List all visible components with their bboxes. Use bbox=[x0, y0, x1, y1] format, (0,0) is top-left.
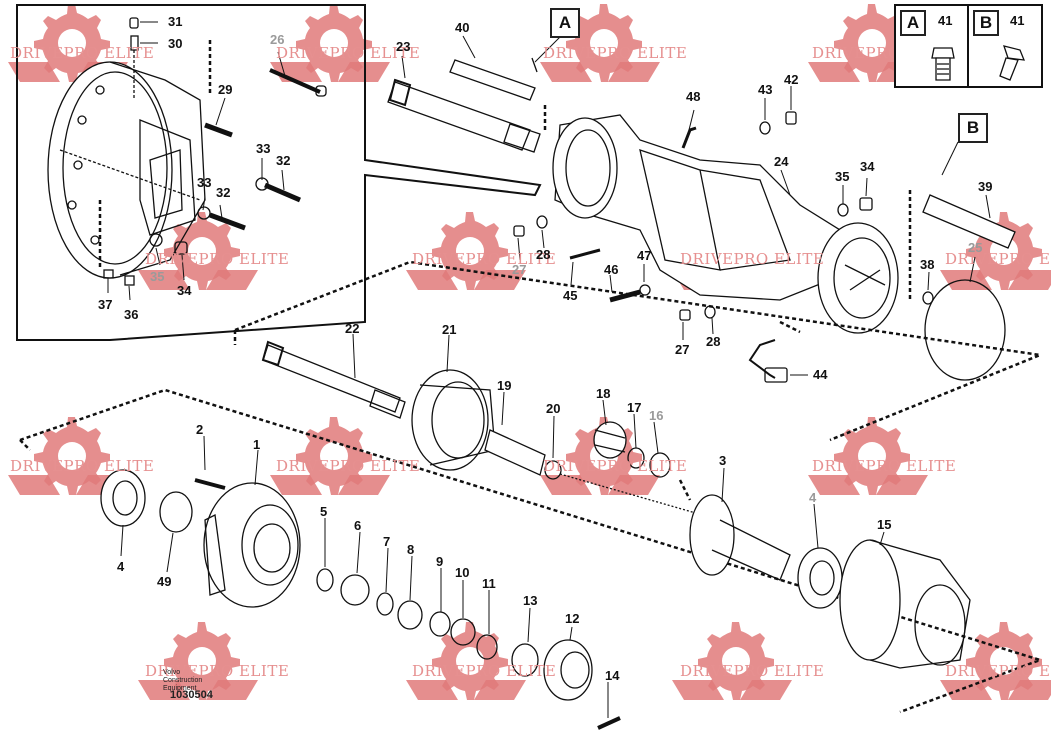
callout-17: 17 bbox=[627, 400, 642, 415]
callout-29: 29 bbox=[218, 82, 233, 97]
callout-28: 28 bbox=[536, 247, 551, 262]
callout-21: 21 bbox=[442, 322, 457, 337]
watermark-text: DRIVEPRO ELITE bbox=[945, 662, 1051, 680]
footer-company: Volvo Construction Equipment bbox=[163, 669, 203, 692]
callout-40: 40 bbox=[455, 20, 470, 35]
callout-5: 5 bbox=[320, 504, 328, 519]
legend-number-b: 41 bbox=[1010, 13, 1025, 28]
callout-33b: 33 bbox=[197, 175, 212, 190]
callout-44: 44 bbox=[813, 367, 828, 382]
callout-38: 38 bbox=[920, 257, 935, 272]
watermark-text: DRIVEPRO ELITE bbox=[412, 250, 557, 268]
callout-10: 10 bbox=[455, 565, 470, 580]
watermark-text: DRIVEPRO ELITE bbox=[680, 662, 825, 680]
callout-35b: 35 bbox=[835, 169, 850, 184]
callout-48: 48 bbox=[686, 89, 701, 104]
callout-3: 3 bbox=[719, 453, 727, 468]
callout-4: 4 bbox=[117, 559, 125, 574]
watermark-text: DRIVEPRO ELITE bbox=[10, 457, 155, 475]
callout-25: 25 bbox=[968, 240, 983, 255]
footer-drawing-number: 1030504 bbox=[170, 689, 213, 701]
watermark-text: DRIVEPRO ELITE bbox=[10, 44, 155, 62]
callout-14: 14 bbox=[605, 668, 620, 683]
legend-number-a: 41 bbox=[938, 13, 953, 28]
callout-15: 15 bbox=[877, 517, 892, 532]
callout-27b: 27 bbox=[675, 342, 690, 357]
callout-45: 45 bbox=[563, 288, 578, 303]
callout-22: 22 bbox=[345, 321, 360, 336]
watermark-text: DRIVEPRO ELITE bbox=[145, 250, 290, 268]
view-tag-b: B bbox=[958, 113, 988, 143]
callout-30: 30 bbox=[168, 36, 183, 51]
callout-16: 16 bbox=[649, 408, 664, 423]
watermark-text: DRIVEPRO ELITE bbox=[680, 250, 825, 268]
callout-11: 11 bbox=[482, 576, 496, 591]
watermark-text: DRIVEPRO ELITE bbox=[276, 457, 421, 475]
callout-37: 37 bbox=[98, 297, 113, 312]
callout-35: 35 bbox=[150, 269, 165, 284]
watermark-text: DRIVEPRO ELITE bbox=[812, 457, 957, 475]
callout-33: 33 bbox=[256, 141, 271, 156]
callout-42: 42 bbox=[784, 72, 799, 87]
watermark-text: DRIVEPRO ELITE bbox=[276, 44, 421, 62]
legend-letter-a: A bbox=[900, 10, 926, 36]
callout-32: 32 bbox=[276, 153, 291, 168]
callout-47: 47 bbox=[637, 248, 652, 263]
callout-8: 8 bbox=[407, 542, 415, 557]
callout-27: 27 bbox=[512, 262, 527, 277]
callout-7: 7 bbox=[383, 534, 391, 549]
callout-6: 6 bbox=[354, 518, 362, 533]
callout-39: 39 bbox=[978, 179, 993, 194]
callout-49: 49 bbox=[157, 574, 172, 589]
watermark-text: DRIVEPRO ELITE bbox=[543, 457, 688, 475]
callout-34: 34 bbox=[177, 283, 192, 298]
bolt-icon bbox=[931, 45, 1026, 81]
view-tag-a: A bbox=[550, 8, 580, 38]
callout-36: 36 bbox=[124, 307, 139, 322]
callout-1: 1 bbox=[253, 437, 261, 452]
callout-28b: 28 bbox=[706, 334, 721, 349]
callout-19: 19 bbox=[497, 378, 512, 393]
callout-31: 31 bbox=[168, 14, 183, 29]
callout-12: 12 bbox=[565, 611, 580, 626]
callout-23: 23 bbox=[396, 39, 411, 54]
callout-46: 46 bbox=[604, 262, 619, 277]
watermark-text: DRIVEPRO ELITE bbox=[543, 44, 688, 62]
callout-4b: 4 bbox=[809, 490, 817, 505]
callout-43: 43 bbox=[758, 82, 773, 97]
callout-24: 24 bbox=[774, 154, 789, 169]
watermark-text: DRIVEPRO ELITE bbox=[145, 662, 290, 680]
callout-20: 20 bbox=[546, 401, 561, 416]
watermark-text: DRIVEPRO ELITE bbox=[945, 250, 1051, 268]
fastener-legend: A 41 B 41 bbox=[894, 4, 1043, 88]
callout-18: 18 bbox=[596, 386, 611, 401]
callout-34b: 34 bbox=[860, 159, 875, 174]
callout-32b: 32 bbox=[216, 185, 231, 200]
legend-letter-b: B bbox=[973, 10, 999, 36]
watermark-text: DRIVEPRO ELITE bbox=[412, 662, 557, 680]
callout-26: 26 bbox=[270, 32, 285, 47]
callout-9: 9 bbox=[436, 554, 444, 569]
callout-13: 13 bbox=[523, 593, 538, 608]
callout-2: 2 bbox=[196, 422, 204, 437]
